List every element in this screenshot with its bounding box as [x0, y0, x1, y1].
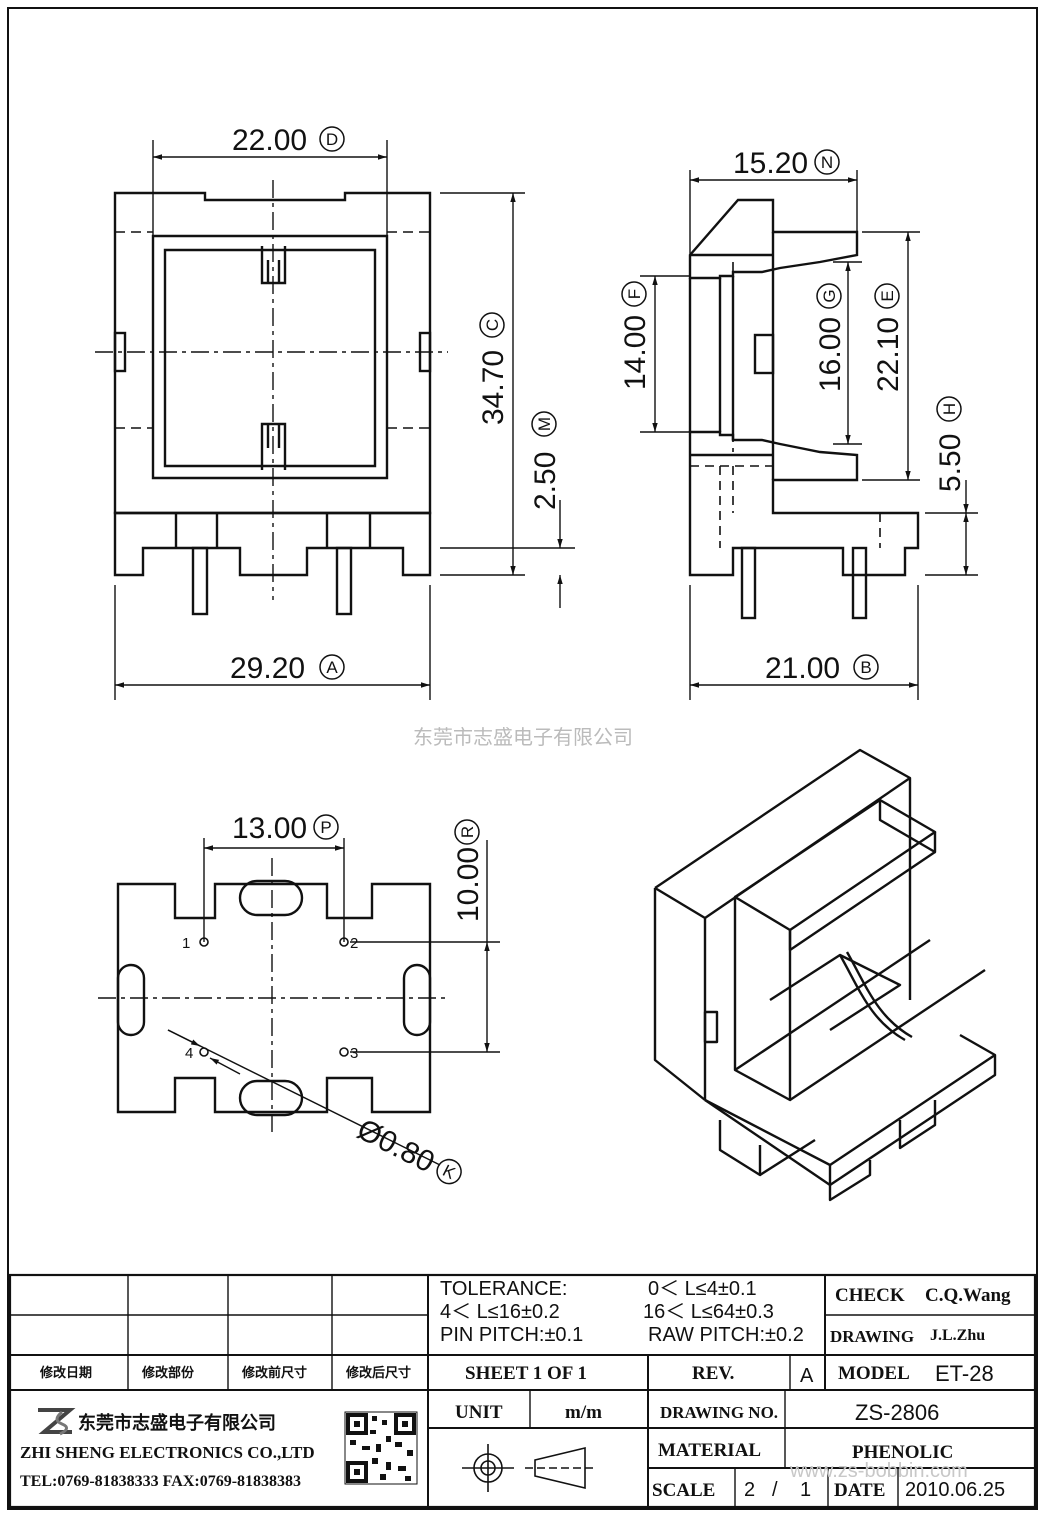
drawing-frame	[7, 7, 1038, 1510]
dim-A-value: 29.20	[230, 652, 305, 685]
rev-label: REV.	[692, 1363, 734, 1384]
scale-den: 1	[800, 1479, 811, 1501]
scale-slash: /	[772, 1479, 778, 1501]
dim-G: 16.00 G	[814, 283, 847, 392]
website-watermark: www.zs-bobbin.com	[789, 1460, 968, 1482]
front-view-centerlines	[95, 180, 448, 600]
dim-K-letter: K	[440, 1161, 459, 1183]
dim-R-letter: R	[458, 826, 477, 838]
dim-B-letter: B	[860, 658, 871, 677]
pin-pitch: PIN PITCH:±0.1	[440, 1324, 583, 1346]
pin-3-hole	[339, 1047, 349, 1057]
dim-N: 15.20 N	[733, 147, 840, 180]
dim-M-letter: M	[535, 417, 554, 431]
rev-header-before: 修改前尺寸	[241, 1365, 307, 1381]
dim-A-letter: A	[326, 658, 338, 677]
dim-F-letter: F	[625, 289, 644, 299]
tolerance-label: TOLERANCE:	[440, 1278, 567, 1300]
dim-G-value: 16.00	[814, 317, 847, 392]
drawing-no-value: ZS-2806	[855, 1400, 939, 1425]
dim-D-letter: D	[326, 130, 338, 149]
dim-H-value: 5.50	[934, 434, 967, 492]
bottom-view	[116, 879, 432, 1117]
unit-label: UNIT	[455, 1402, 503, 1423]
dim-K: Ø0.80 K	[352, 1113, 462, 1185]
bottom-view-dimensions	[167, 838, 500, 1166]
qr-code	[344, 1411, 418, 1485]
dim-C: 34.70 C	[477, 312, 510, 425]
dim-C-value: 34.70	[477, 350, 510, 425]
drawing-no-label: DRAWING NO.	[660, 1403, 778, 1422]
dim-B-value: 21.00	[765, 652, 840, 685]
drawing-label: DRAWING	[830, 1327, 914, 1346]
front-view-dimensions	[114, 140, 575, 700]
dim-P-letter: P	[320, 818, 331, 837]
dim-N-letter: N	[821, 153, 833, 172]
side-view	[688, 198, 920, 620]
dim-C-letter: C	[483, 319, 502, 331]
company-contact: TEL:0769-81838333 FAX:0769-81838383	[20, 1473, 301, 1490]
company-logo	[38, 1408, 76, 1436]
check-value: C.Q.Wang	[925, 1285, 1011, 1306]
dim-M: 2.50 M	[529, 411, 562, 510]
material-value: PHENOLIC	[852, 1442, 953, 1463]
raw-pitch: RAW PITCH:±0.2	[648, 1324, 804, 1346]
rev-header-after: 修改后尺寸	[345, 1365, 411, 1381]
dim-K-value: Ø0.80	[352, 1113, 440, 1180]
tolerance-range-2: 4＜ L≤16±0.2	[440, 1301, 560, 1323]
dim-B: 21.00 B	[765, 652, 879, 685]
pin-2-label: 2	[350, 935, 358, 952]
side-view-hidden	[690, 262, 881, 548]
date-label: DATE	[834, 1480, 885, 1501]
watermark-company: 东莞市志盛电子有限公司	[413, 725, 633, 749]
bottom-view-pins	[199, 937, 349, 1057]
side-view-dimensions	[640, 170, 978, 700]
check-label: CHECK	[835, 1285, 905, 1306]
dim-D-value: 22.00	[232, 124, 307, 157]
dim-N-value: 15.20	[733, 147, 808, 180]
rev-value: A	[800, 1365, 814, 1387]
model-value: ET-28	[935, 1361, 994, 1386]
material-label: MATERIAL	[658, 1440, 761, 1461]
front-view-hidden	[115, 231, 430, 429]
company-name-cn: 东莞市志盛电子有限公司	[78, 1412, 276, 1434]
dim-A: 29.20 A	[230, 652, 345, 685]
pin-3-label: 3	[350, 1045, 358, 1062]
pin-1-label: 1	[182, 935, 190, 952]
dim-P: 13.00 P	[232, 812, 339, 845]
dim-D: 22.00 D	[232, 124, 345, 157]
dim-P-value: 13.00	[232, 812, 307, 845]
model-label: MODEL	[838, 1363, 910, 1384]
drawing-value: J.L.Zhu	[930, 1327, 985, 1344]
company-name-en: ZHI SHENG ELECTRONICS CO.,LTD	[20, 1443, 315, 1462]
dim-R-value: 10.00	[452, 847, 485, 922]
title-block	[8, 1273, 1037, 1509]
dim-M-value: 2.50	[529, 452, 562, 510]
dim-G-letter: G	[820, 289, 839, 302]
dim-F: 14.00 F	[619, 281, 652, 390]
dim-H-letter: H	[940, 403, 959, 415]
dim-E-value: 22.10	[872, 317, 905, 392]
dim-F-value: 14.00	[619, 315, 652, 390]
scale-label: SCALE	[652, 1480, 715, 1501]
unit-value: m/m	[565, 1402, 602, 1423]
projection-symbol	[462, 1444, 595, 1492]
bottom-view-centerlines	[98, 858, 448, 1135]
rev-header-part: 修改部份	[141, 1365, 195, 1381]
tolerance-range-3: 16＜ L≤64±0.3	[643, 1301, 774, 1323]
rev-header-date: 修改日期	[39, 1365, 92, 1381]
date-value: 2010.06.25	[905, 1479, 1005, 1501]
dim-H: 5.50 H	[934, 396, 967, 492]
scale-num: 2	[744, 1479, 755, 1501]
dim-E-letter: E	[878, 290, 897, 301]
tolerance-range-1: 0＜ L≤4±0.1	[648, 1278, 757, 1300]
sheet-info: SHEET 1 OF 1	[465, 1363, 587, 1384]
dim-R: 10.00 R	[452, 819, 485, 922]
isometric-view	[653, 748, 997, 1202]
dim-E: 22.10 E	[872, 283, 905, 392]
pin-4-label: 4	[185, 1045, 193, 1062]
